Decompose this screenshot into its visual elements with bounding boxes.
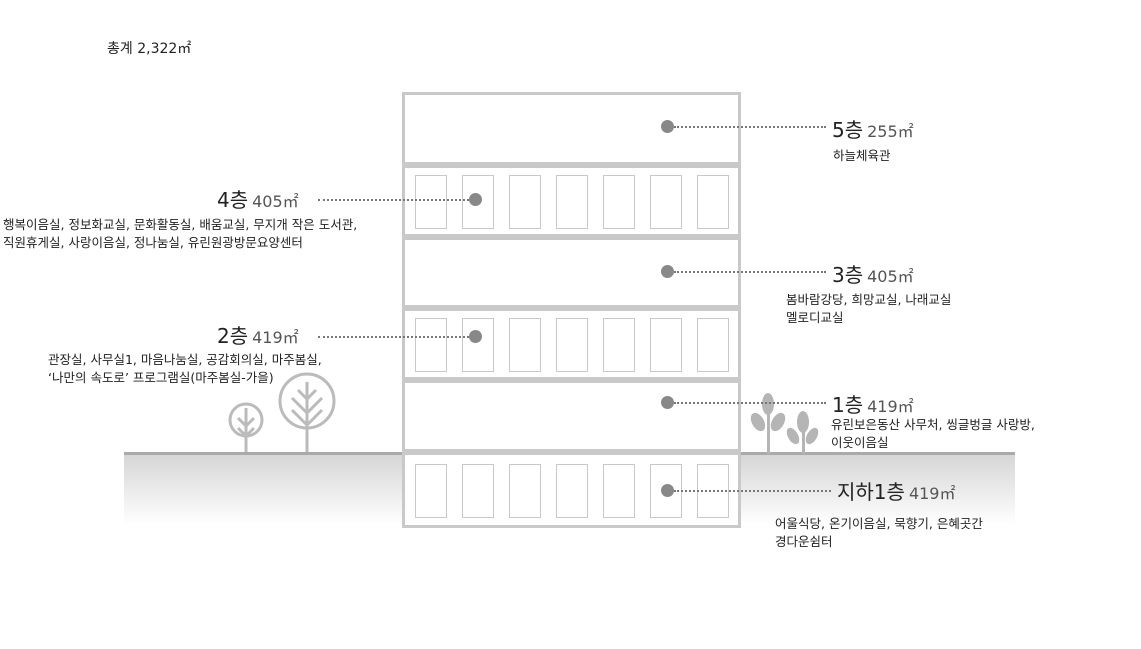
marker-2f: [469, 330, 482, 343]
marker-1f: [661, 396, 674, 409]
rooms-2f: 관장실, 사무실1, 마음나눔실, 공감회의실, 마주봄실,‘나만의 속도로’ …: [48, 352, 322, 385]
building: [402, 92, 741, 528]
marker-4f: [469, 193, 482, 206]
rooms-1f: 유린보은동산 사무처, 씽글벙글 사랑방,이웃이음실: [831, 417, 1035, 450]
leader-b1: [674, 490, 831, 492]
leader-4f: [318, 199, 469, 201]
leader-2f: [318, 336, 469, 338]
floor-2: [402, 308, 741, 380]
trees-left-icon: [228, 372, 336, 452]
leader-1f: [674, 402, 826, 404]
leader-5f: [674, 126, 826, 128]
floor-4: [402, 165, 741, 237]
marker-b1: [661, 484, 674, 497]
plants-right-icon: [750, 393, 819, 454]
floor-1: [402, 380, 741, 452]
floor-5: [402, 92, 741, 165]
rooms-5f: 하늘체육관: [833, 148, 891, 163]
marker-3f: [661, 265, 674, 278]
total-area: 총계 2,322㎡: [107, 41, 192, 57]
marker-5f: [661, 120, 674, 133]
rooms-4f: 행복이음실, 정보화교실, 문화활동실, 배움교실, 무지개 작은 도서관,직원…: [3, 217, 358, 250]
leader-3f: [674, 271, 826, 273]
